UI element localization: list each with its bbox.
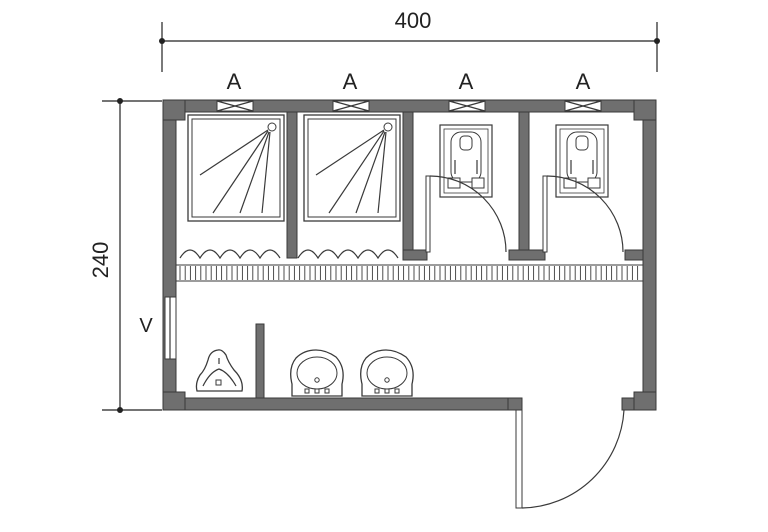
window-label-4: A [576,69,591,94]
window-2 [332,100,370,112]
shower-curtain-2 [297,249,399,260]
squat-toilet-1 [439,124,493,198]
height-label: 240 [88,242,113,279]
shower-1 [187,114,285,222]
dimension-height: 240 [88,98,162,413]
shower-curtain-1 [179,249,281,260]
shower-2 [303,114,401,222]
squat-toilet-2 [555,124,609,198]
shower-drain-icon [383,122,393,132]
side-window [164,296,177,360]
side-window-label: V [139,315,153,337]
floor-grate [175,264,644,282]
entrance-door [515,409,625,509]
width-label: 400 [395,8,432,33]
window-3 [448,100,486,112]
window-label-2: A [343,69,358,94]
sink-1 [290,349,344,397]
window-label-3: A [459,69,474,94]
partitions [255,111,644,399]
stall-door-2 [542,175,624,253]
stall-door-1 [425,175,507,253]
sink-2 [360,349,414,397]
window-4 [564,100,602,112]
window-label-1: A [227,69,242,94]
shower-drain-icon [267,122,277,132]
urinal [195,349,243,392]
dimension-width: 400 [159,8,660,72]
window-1 [216,100,254,112]
